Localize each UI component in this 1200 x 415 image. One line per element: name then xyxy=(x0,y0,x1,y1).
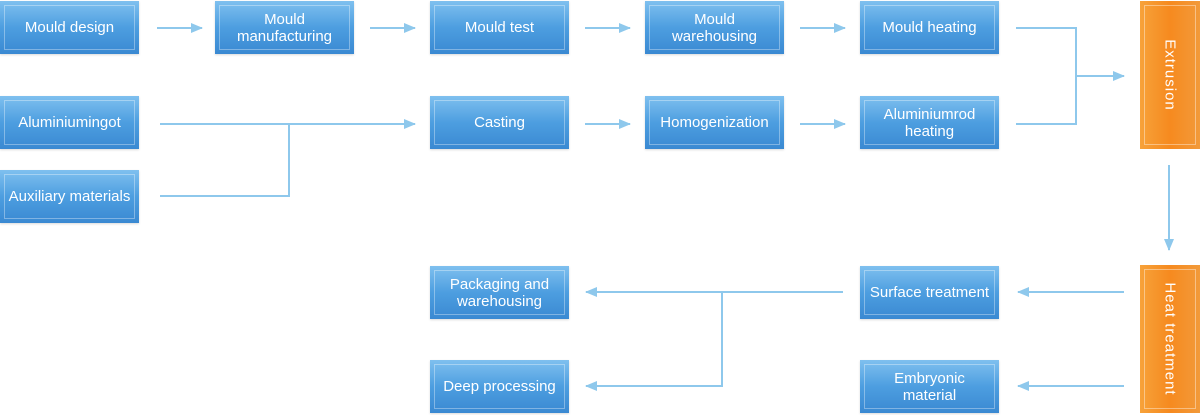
node-label: Heat treatment xyxy=(1161,282,1179,396)
node-mould-test: Mould test xyxy=(430,1,569,54)
node-label: Mould heating xyxy=(882,19,977,36)
node-label: Aluminiumingot xyxy=(18,114,121,131)
node-label: Embryonic material xyxy=(894,369,965,404)
node-casting: Casting xyxy=(430,96,569,149)
node-embryonic-material: Embryonic material xyxy=(860,360,999,413)
node-label: Mould test xyxy=(464,19,535,36)
connector-to-deep-processing xyxy=(585,292,723,391)
node-aluminium-rod-heating: Aluminiumrod heating xyxy=(860,96,999,149)
node-auxiliary-materials: Auxiliary materials xyxy=(0,170,139,223)
node-aluminium-ingot: Aluminiumingot xyxy=(0,96,139,149)
node-label: Auxiliary materials xyxy=(8,188,131,205)
node-label: Aluminiumrod heating xyxy=(883,105,976,140)
connector-heating-to-extrusion xyxy=(1016,27,1077,125)
node-mould-warehousing: Mould warehousing xyxy=(645,1,784,54)
node-mould-design: Mould design xyxy=(0,1,139,54)
node-label: Casting xyxy=(474,114,525,131)
node-mould-heating: Mould heating xyxy=(860,1,999,54)
node-label: Extrusion xyxy=(1161,39,1179,111)
node-mould-manufacturing: Mould manufacturing xyxy=(215,1,354,54)
node-extrusion: Extrusion xyxy=(1140,1,1200,149)
node-label: Mould warehousing xyxy=(671,10,758,45)
node-homogenization: Homogenization xyxy=(645,96,784,149)
node-label: Deep processing xyxy=(443,378,556,395)
node-label: Mould design xyxy=(24,19,115,36)
node-deep-processing: Deep processing xyxy=(430,360,569,413)
node-packaging-and-warehousing: Packaging and warehousing xyxy=(430,266,569,319)
node-label: Mould manufacturing xyxy=(236,10,333,45)
node-label: Surface treatment xyxy=(869,284,990,301)
node-heat-treatment: Heat treatment xyxy=(1140,265,1200,413)
connector-auxiliary-materials xyxy=(160,124,290,197)
node-surface-treatment: Surface treatment xyxy=(860,266,999,319)
node-label: Homogenization xyxy=(660,114,769,131)
node-label: Packaging and warehousing xyxy=(449,275,550,310)
